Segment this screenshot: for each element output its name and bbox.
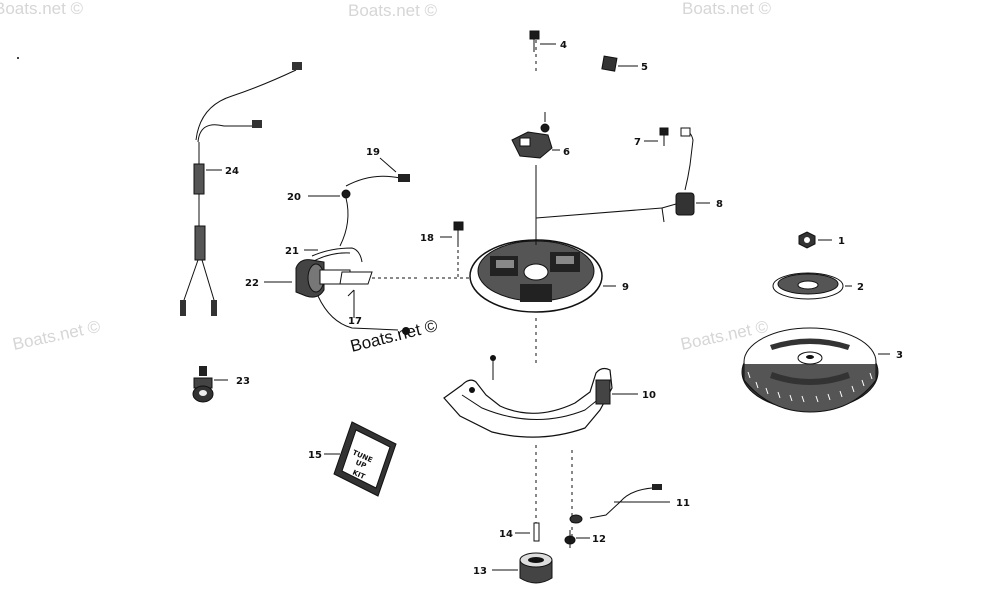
watermark-center: Boats.net © [348,316,439,356]
callout-19: 19 [366,147,380,158]
callout-23: 23 [236,376,250,387]
watermark: Boats.net © [0,0,84,18]
part-12-screw [564,530,590,548]
part-11-ground-wire [569,484,670,524]
part-20-clip [308,189,351,247]
part-6-breaker-points [511,112,560,159]
part-2-washer [772,272,852,300]
callout-3: 3 [896,350,903,361]
part-7-screw [644,127,669,146]
callout-14: 14 [499,529,513,540]
part-10-retainer [443,355,638,438]
watermark: Boats.net © [348,1,438,20]
callout-18: 18 [420,233,434,244]
callout-12: 12 [592,534,606,545]
callout-10: 10 [642,390,656,401]
callout-21: 21 [285,246,299,257]
watermark: Boats.net © [11,317,103,354]
callout-4: 4 [560,40,567,51]
part-5-pad [601,55,638,72]
part-9-stator-plate [424,228,616,313]
callout-7: 7 [634,137,641,148]
part-4-screw [529,30,556,52]
watermarks: Boats.net © Boats.net © Boats.net © Boat… [0,0,772,356]
callout-5: 5 [641,62,648,73]
callout-13: 13 [473,566,487,577]
callout-2: 2 [857,282,864,293]
callout-6: 6 [563,147,570,158]
callout-15: 15 [308,450,322,461]
part-1-nut [798,231,832,249]
callout-11: 11 [676,498,690,509]
callout-22: 22 [245,278,259,289]
part-3-flywheel [741,327,890,413]
part-17-fastener [347,289,355,318]
callout-9: 9 [622,282,629,293]
part-19-lead [345,157,410,187]
callout-20: 20 [287,192,301,203]
callout-8: 8 [716,199,723,210]
watermark: Boats.net © [682,0,772,18]
part-15-tune-up-kit: TUNE UP KIT [324,421,397,497]
part-23-spark-plug [192,366,228,403]
part-22-coil [264,259,420,335]
callout-1: 1 [838,236,845,247]
part-14-key [515,522,540,542]
part-8-condenser [535,127,710,223]
part-24-wiring-harness [180,62,302,316]
callout-17: 17 [348,316,362,327]
kit-label-line: UP [354,459,367,471]
part-18-screw [440,221,464,280]
callouts: 1 2 3 4 5 6 7 8 9 10 11 12 13 14 15 17 1… [225,40,903,577]
part-13-bushing [492,552,553,584]
callout-24: 24 [225,166,239,177]
